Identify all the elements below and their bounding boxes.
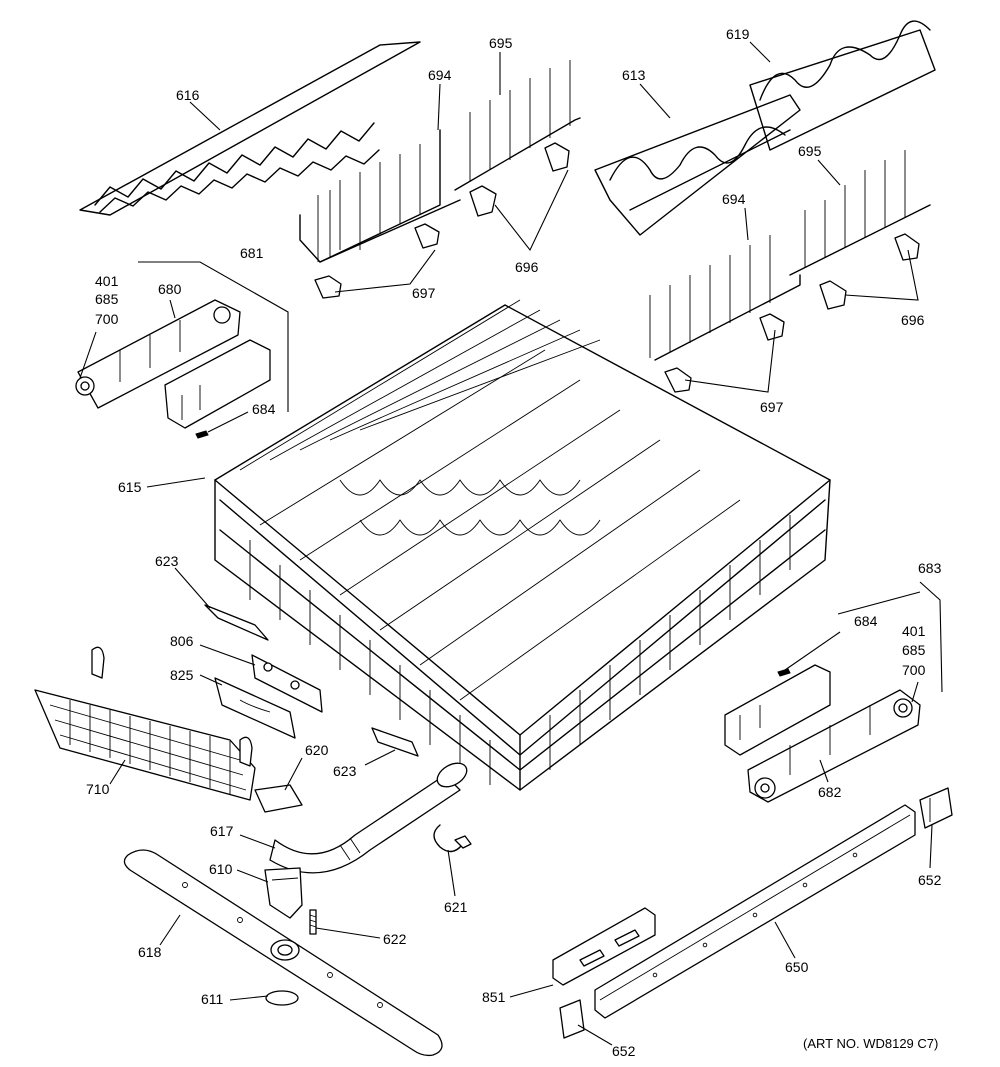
callout-695-left: 695 (489, 35, 513, 51)
part-684-screw-right (777, 668, 791, 677)
callout-825: 825 (170, 667, 194, 683)
callout-710: 710 (86, 781, 110, 797)
callout-615: 615 (118, 479, 142, 495)
callout-610: 610 (209, 861, 233, 877)
callout-682: 682 (818, 784, 842, 800)
part-621-clamp (433, 824, 472, 853)
callout-618: 618 (138, 944, 162, 960)
part-696-clips-left (469, 142, 570, 217)
callout-labels: 616 695 694 619 613 695 694 696 696 697 … (86, 26, 942, 1059)
part-611-cap (265, 990, 299, 1006)
callout-696-right: 696 (901, 312, 925, 328)
part-710-silverware-basket (34, 646, 256, 801)
callout-684-left: 684 (252, 401, 276, 417)
part-681-left-stop-bracket (164, 339, 271, 429)
callout-652-lower: 652 (612, 1043, 636, 1059)
callout-806: 806 (170, 633, 194, 649)
callout-622: 622 (383, 931, 407, 947)
callout-851: 851 (482, 989, 506, 1005)
callout-611: 611 (201, 991, 224, 1007)
part-696-clips-right (819, 233, 920, 310)
art-number: (ART NO. WD8129 C7) (803, 1036, 938, 1051)
part-652-end-cap-lower (559, 999, 585, 1039)
part-622-screw (309, 909, 317, 935)
part-806-handle-bezel (251, 654, 323, 713)
part-616-wire-rail (79, 41, 421, 216)
part-610-spray-arm-hub (264, 867, 303, 919)
part-650-slide-rail (594, 804, 916, 1019)
callout-620: 620 (305, 742, 329, 758)
callout-694-left: 694 (428, 67, 452, 83)
part-617-feed-tube (269, 762, 468, 874)
callout-652-upper: 652 (918, 872, 942, 888)
part-683-right-stop-bracket (724, 664, 831, 756)
callout-619: 619 (726, 26, 750, 42)
part-618-lower-spray-arm (123, 849, 443, 1057)
part-613-cup-shelf (594, 94, 801, 236)
part-680-left-slide-bracket (75, 299, 241, 409)
callout-616: 616 (176, 87, 200, 103)
callout-683: 683 (918, 560, 942, 576)
callout-684-right: 684 (854, 613, 878, 629)
callout-685-left: 685 (95, 291, 119, 307)
callout-623-lower: 623 (333, 763, 357, 779)
part-695-tine-row-right (789, 150, 931, 276)
callout-700-left: 700 (95, 311, 119, 327)
callout-401-left: 401 (95, 273, 119, 289)
callout-681: 681 (240, 245, 264, 261)
callout-695-right: 695 (798, 143, 822, 159)
callout-680: 680 (158, 281, 182, 297)
callout-623-upper: 623 (155, 553, 179, 569)
part-825-handle (214, 677, 296, 739)
part-623-stop-clip-lower (371, 727, 419, 757)
part-697-clips-left (314, 223, 440, 299)
leader-lines (79, 41, 943, 1046)
part-695-tine-row-left (454, 60, 581, 191)
part-694-tine-row-right (649, 235, 801, 361)
callout-613: 613 (622, 67, 646, 83)
callout-696-left: 696 (515, 259, 539, 275)
part-619-cup-shelf (749, 20, 936, 151)
callout-401-right: 401 (902, 623, 926, 639)
part-697-clips-right (664, 313, 785, 393)
callout-700-right: 700 (902, 662, 926, 678)
part-694-tine-row-left (299, 129, 461, 263)
part-682-right-slide-bracket (747, 689, 921, 803)
part-623-stop-clip-upper (204, 604, 269, 641)
part-684-screw-left (195, 430, 209, 439)
callout-621: 621 (444, 899, 468, 915)
callout-697-right: 697 (760, 399, 784, 415)
part-615-upper-rack (214, 299, 831, 791)
callout-617: 617 (210, 823, 234, 839)
callout-650: 650 (785, 959, 809, 975)
callout-697-left: 697 (412, 285, 436, 301)
callout-694-right: 694 (722, 191, 746, 207)
part-652-end-cap-upper (919, 787, 953, 829)
callout-685-right: 685 (902, 642, 926, 658)
part-620-connector (254, 784, 303, 813)
part-851-rail-stop (552, 907, 656, 986)
